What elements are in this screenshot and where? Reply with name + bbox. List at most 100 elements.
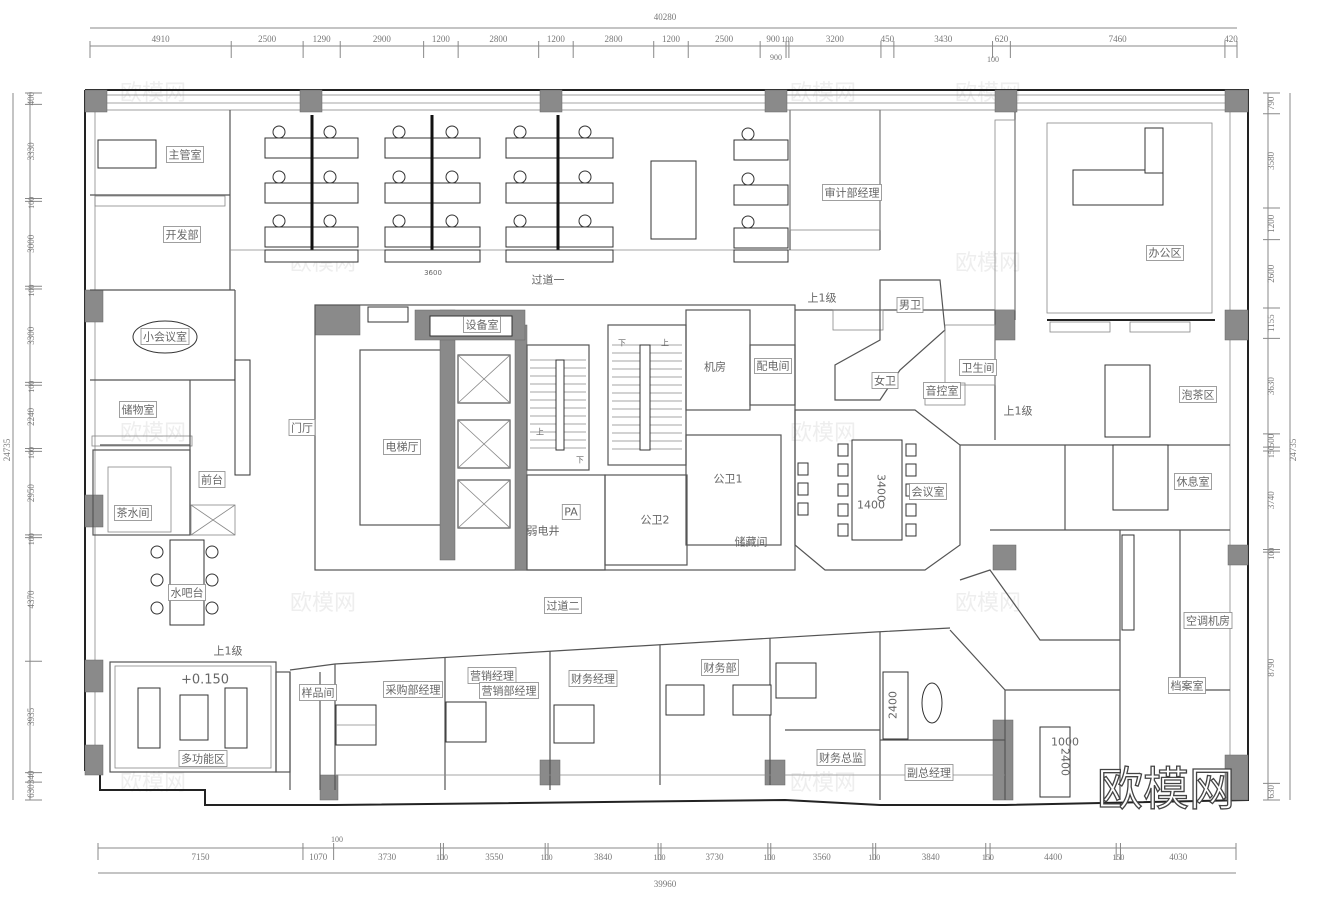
label-box <box>1174 473 1212 490</box>
dimension-label: 3580 <box>1266 151 1276 170</box>
room-label-store-room: 储藏间 <box>735 535 768 549</box>
label-box <box>754 358 792 374</box>
dimension-label: 3200 <box>826 34 845 44</box>
dimension-label: 1200 <box>662 34 681 44</box>
desk <box>733 227 789 249</box>
chair <box>323 170 337 184</box>
room-label-pa: PA <box>564 506 578 519</box>
dimension-label: 3430 <box>934 34 953 44</box>
room-label-public-wc-2: 公卫2 <box>641 514 670 527</box>
room-label-sound-control: 音控室 <box>926 384 959 398</box>
chair <box>445 170 459 184</box>
stairs <box>530 344 682 450</box>
ledge <box>264 249 359 263</box>
ledge <box>384 249 481 263</box>
label-box <box>168 584 206 601</box>
room-label-weak-shaft: 弱电井 <box>527 524 560 538</box>
dimension-label: 150 <box>1112 853 1124 862</box>
svg-text:欧模网: 欧模网 <box>290 591 356 616</box>
room-label-corridor-2: 过道二 <box>547 599 580 613</box>
label-box <box>178 750 228 767</box>
chair <box>797 462 809 476</box>
chair <box>797 482 809 496</box>
label-box <box>561 504 581 520</box>
label-box <box>383 681 443 698</box>
room-label-lobby: 门厅 <box>291 421 313 435</box>
chair <box>837 483 849 497</box>
room-label-mens-wc: 男卫 <box>899 299 921 312</box>
stair-label: 下 <box>618 339 626 348</box>
label-box <box>816 749 866 766</box>
dimension-total-label: 39960 <box>654 879 677 889</box>
label-box <box>1179 386 1217 403</box>
label-box <box>871 372 899 389</box>
step-up-label: 上1级 <box>1004 405 1033 418</box>
chair <box>578 214 592 228</box>
ledge <box>733 249 789 263</box>
dimension-label: 4910 <box>152 34 171 44</box>
room-label-deputy-gm: 副总经理 <box>907 766 951 780</box>
room-label-multifunction: 多功能区 <box>181 752 225 766</box>
workstations <box>97 115 789 626</box>
desk <box>733 184 789 206</box>
svg-text:欧模网: 欧模网 <box>955 251 1021 276</box>
desk-dim: 2400 <box>1059 748 1072 776</box>
dimension-label: 150 <box>1267 446 1276 458</box>
label-box <box>166 146 204 163</box>
chair <box>578 170 592 184</box>
desk-dim: 2400 <box>887 691 900 719</box>
dimension-label: 3300 <box>26 326 36 345</box>
dimension-label: 3730 <box>705 852 724 862</box>
svg-text:欧模网: 欧模网 <box>790 421 856 446</box>
label-box <box>114 505 152 521</box>
room-label-finance-manager: 财务经理 <box>571 672 615 686</box>
chair <box>272 214 286 228</box>
desk-dim: 1000 <box>1051 736 1079 749</box>
dimension-label: 100 <box>27 285 36 297</box>
dimension-label: 790 <box>1266 96 1276 110</box>
room-label-meeting-room: 会议室 <box>912 485 945 499</box>
dimension-label: 3330 <box>26 142 36 161</box>
dimension-label: 630 <box>1266 784 1276 798</box>
chair <box>797 502 809 516</box>
elevator-car <box>457 479 511 529</box>
floor-level-label: +0.150 <box>181 673 229 688</box>
label-box <box>1183 612 1233 629</box>
label-box <box>299 684 337 701</box>
label-box <box>383 439 421 455</box>
chair <box>513 214 527 228</box>
room-label-marketing-manager: 营销经理 <box>470 669 514 683</box>
desk <box>97 139 157 169</box>
label-box <box>198 471 226 488</box>
chair <box>837 443 849 457</box>
room-label-hvac: 空调机房 <box>1186 614 1230 628</box>
dimension-label: 100 <box>654 853 666 862</box>
stair-label: 上 <box>536 428 544 437</box>
chair <box>905 523 917 537</box>
chair <box>905 503 917 517</box>
room-label-corridor-1: 过道一 <box>532 273 565 287</box>
dimension-sublabel: 100 <box>987 55 999 64</box>
room-label-tea-room: 茶水间 <box>117 507 150 520</box>
meeting-table <box>650 160 697 240</box>
dimension-label: 100 <box>541 853 553 862</box>
dimension-label: 3740 <box>1266 491 1276 510</box>
table-width-dim: 1400 <box>857 499 885 512</box>
chair <box>741 127 755 141</box>
chair <box>392 170 406 184</box>
dimension-label: 500 <box>1266 433 1276 447</box>
dimension-label: 3730 <box>378 852 397 862</box>
dimension-label: 3840 <box>922 852 941 862</box>
label-box <box>140 328 190 345</box>
dimension-label: 2800 <box>489 34 508 44</box>
chair <box>741 215 755 229</box>
dimension-label: 2500 <box>258 34 277 44</box>
dimension-total-label: 24735 <box>1288 438 1298 461</box>
label-box <box>544 597 582 614</box>
chair <box>905 463 917 477</box>
table-length-dim: 3400 <box>875 474 888 502</box>
room-labels: 主管室 开发部 小会议室 储物室 茶水间 前台 水吧台 门厅 电梯厅 设备室 过… <box>114 146 1233 781</box>
dimension-label: 3840 <box>594 852 613 862</box>
stair-label: 上 <box>661 339 669 348</box>
chair <box>272 170 286 184</box>
